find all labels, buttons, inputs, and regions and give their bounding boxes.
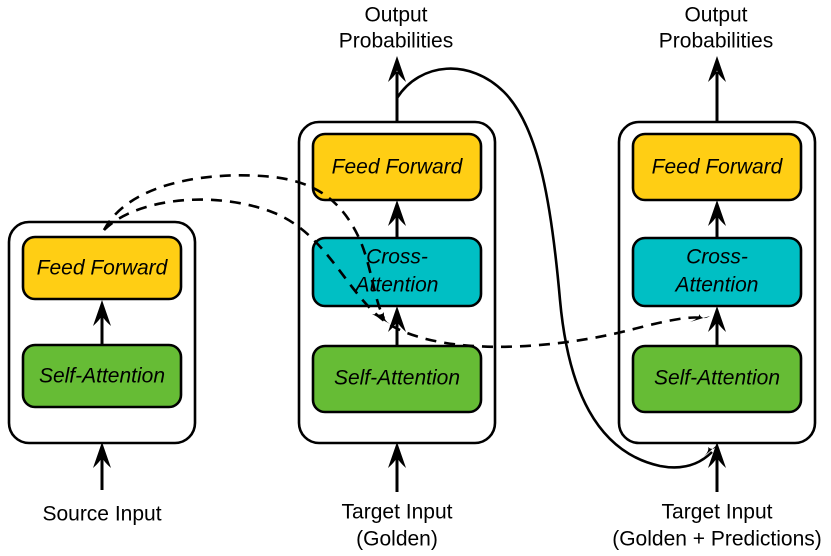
- decoder-golden-bottom-label-line2: (Golden): [356, 528, 438, 551]
- predictions-cross-attention-dashed-arrowhead: [690, 314, 710, 322]
- decoder-predictions-bottom-label-line2: (Golden + Predictions): [612, 528, 822, 551]
- decoder-golden-cross-attention-label-line1: Cross-: [366, 246, 428, 269]
- predictions-output-label-line2: Probabilities: [659, 30, 773, 53]
- predictions-output-label-line1: Output: [684, 4, 747, 27]
- decoder-predictions-column: Feed Forward Cross- Attention Self-Atten…: [612, 56, 822, 551]
- decoder-golden-column: Feed Forward Cross- Attention Self-Atten…: [297, 56, 497, 551]
- golden-output-to-predictions-input-connector: [395, 67, 718, 469]
- encoder-self-attention-box[interactable]: [21, 343, 183, 409]
- decoder-golden-cross-attention-label-line2: Attention: [354, 274, 439, 297]
- decoder-predictions-bottom-label-line1: Target Input: [662, 501, 773, 524]
- decoder-predictions-feed-forward-label: Feed Forward: [652, 156, 784, 179]
- decoder-predictions-cross-attention-label-line1: Cross-: [686, 246, 748, 269]
- golden-output-label-line2: Probabilities: [339, 30, 453, 53]
- predictions-input-solid-arrowhead: [700, 444, 718, 460]
- encoder-feed-forward-label: Feed Forward: [37, 257, 169, 280]
- decoder-golden-bottom-label-line1: Target Input: [342, 501, 453, 524]
- encoder-self-attention-label: Self-Attention: [39, 365, 165, 388]
- decoder-predictions-self-attention-label: Self-Attention: [654, 367, 780, 390]
- encoder-feed-forward-box[interactable]: [21, 235, 183, 301]
- decoder-golden-self-attention-label: Self-Attention: [334, 367, 460, 390]
- encoder-bottom-label-line1: Source Input: [42, 503, 161, 526]
- encoder-to-predictions-cross-attention-connector: [103, 198, 710, 349]
- golden-output-label-line1: Output: [364, 4, 427, 27]
- encoder-column: Feed Forward Self-Attention Source Input: [7, 220, 197, 526]
- decoder-predictions-self-attention-box[interactable]: [631, 344, 803, 414]
- decoder-golden-self-attention-box[interactable]: [311, 344, 483, 414]
- decoder-golden-feed-forward-label: Feed Forward: [332, 156, 464, 179]
- decoder-predictions-cross-attention-label-line2: Attention: [674, 274, 759, 297]
